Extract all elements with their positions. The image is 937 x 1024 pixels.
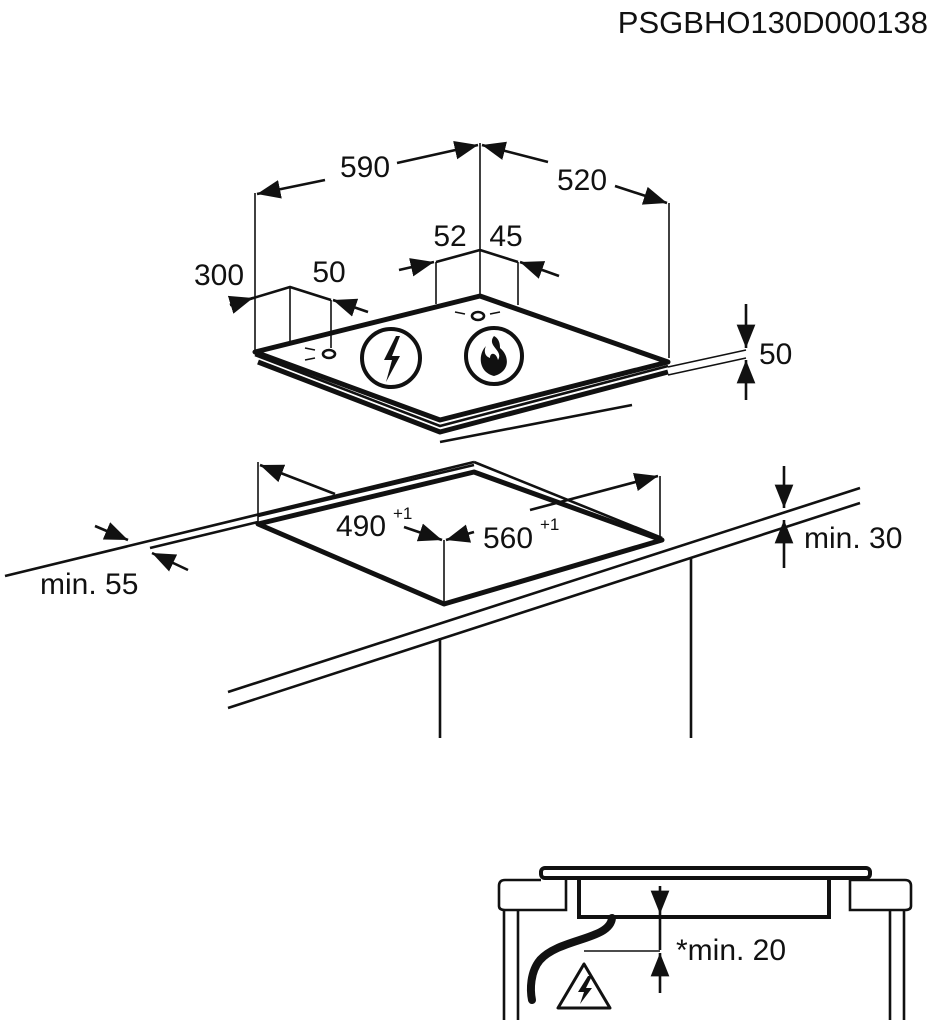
electric-hazard-warning-icon [556,962,612,1010]
dim-width: 590 [340,151,390,184]
side-view-drawing [497,866,913,1020]
worktop-thickness: min. 30 [804,522,902,555]
cutout-outline [255,469,665,607]
dim-rear-knob-left: 52 [433,220,466,253]
dim-left-knob-spacing: 50 [312,256,345,289]
hob-drawing [252,293,671,444]
cutout-width: 560 [483,522,533,555]
knob-markers [304,310,501,361]
worktop-drawing [4,460,861,738]
cutout-depth-tolerance: +1 [393,504,412,523]
gas-flame-icon [464,326,524,386]
electric-symbol-icon [360,327,422,389]
dim-rear-knob-right: 45 [489,220,522,253]
left-knob-marker [321,348,337,360]
document-code: PSGBHO130D000138 [618,5,928,40]
front-distance: min. 55 [40,568,138,601]
cutout-width-tolerance: +1 [540,515,559,534]
dim-depth: 520 [557,164,607,197]
dim-height: 50 [759,338,792,371]
dim-left-knob-offset: 300 [194,259,244,292]
clearance-label: *min. 20 [676,934,786,967]
cutout-depth: 490 [336,510,386,543]
hob-top-plate [252,293,671,423]
dimension-lines [227,140,756,400]
rear-knob-marker [470,310,486,322]
